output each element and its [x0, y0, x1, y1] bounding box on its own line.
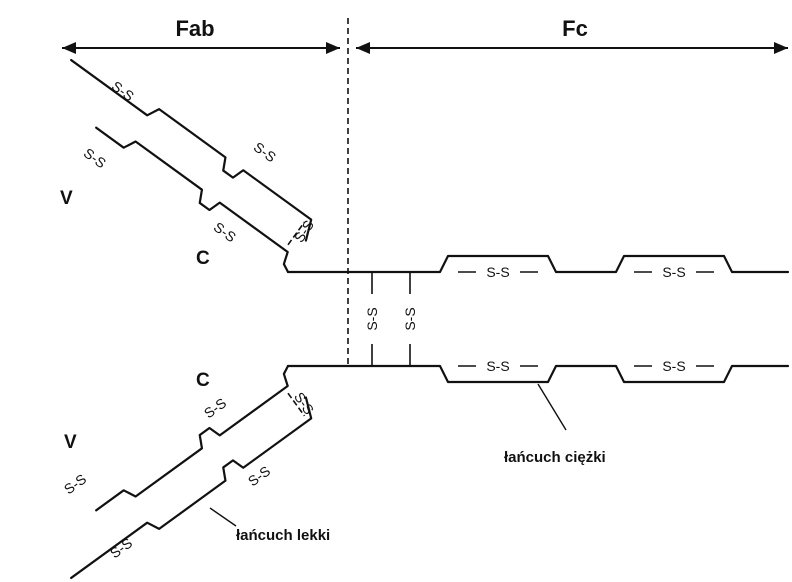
upper-heavy-chain-fc — [286, 254, 790, 274]
fab-label: Fab — [175, 16, 214, 41]
ss-bond-label: S-S — [211, 219, 239, 246]
c-domain-upper-label: C — [196, 248, 210, 269]
v-domain-upper-label: V — [60, 188, 73, 209]
ss-bond-label: S-S — [402, 307, 418, 330]
lower-heavy-chain-fab — [95, 364, 290, 512]
light-chain-label: łańcuch lekki — [236, 527, 330, 544]
light-chain-pointer — [209, 507, 237, 527]
ss-bond-label: S-S — [81, 145, 109, 172]
fab-dimension-arrow — [62, 42, 340, 54]
hinge-bond-2: S-S — [402, 272, 418, 366]
ss-bond-label: S-S — [662, 358, 685, 374]
ss-bond-label: S-S — [61, 471, 89, 498]
fc-dimension-arrow — [356, 42, 788, 54]
fc-lower-domain-bond-1: S-S — [458, 358, 538, 374]
ss-bond-label: S-S — [107, 535, 135, 562]
v-domain-lower-label: V — [64, 432, 77, 453]
ss-bond-label: S-S — [245, 463, 273, 490]
heavy-chain-label: łańcuch ciężki — [504, 449, 606, 466]
fc-label: Fc — [562, 16, 588, 41]
ss-bond-label: S-S — [291, 217, 317, 245]
c-domain-lower-label: C — [196, 370, 210, 391]
ss-bond-label: S-S — [291, 389, 317, 417]
ss-bond-label: S-S — [662, 264, 685, 280]
fc-lower-domain-bond-2: S-S — [634, 358, 714, 374]
lower-heavy-chain-fc — [286, 364, 790, 384]
upper-light-chain — [70, 58, 313, 242]
lower-light-chain — [70, 396, 313, 580]
fc-upper-domain-bond-2: S-S — [634, 264, 714, 280]
hinge-bond-1: S-S — [364, 272, 380, 366]
ss-bond-label: S-S — [109, 78, 137, 105]
ss-bond-label: S-S — [251, 139, 279, 166]
ss-bond-label: S-S — [364, 307, 380, 330]
upper-fab-arm — [70, 58, 313, 274]
fc-upper-domain-bond-1: S-S — [458, 264, 538, 280]
ss-bond-label: S-S — [201, 395, 229, 422]
ss-bond-label: S-S — [486, 264, 509, 280]
lower-fab-arm — [70, 364, 313, 580]
heavy-chain-pointer — [537, 383, 567, 431]
ss-bond-label: S-S — [486, 358, 509, 374]
upper-heavy-chain-fab — [95, 126, 290, 274]
